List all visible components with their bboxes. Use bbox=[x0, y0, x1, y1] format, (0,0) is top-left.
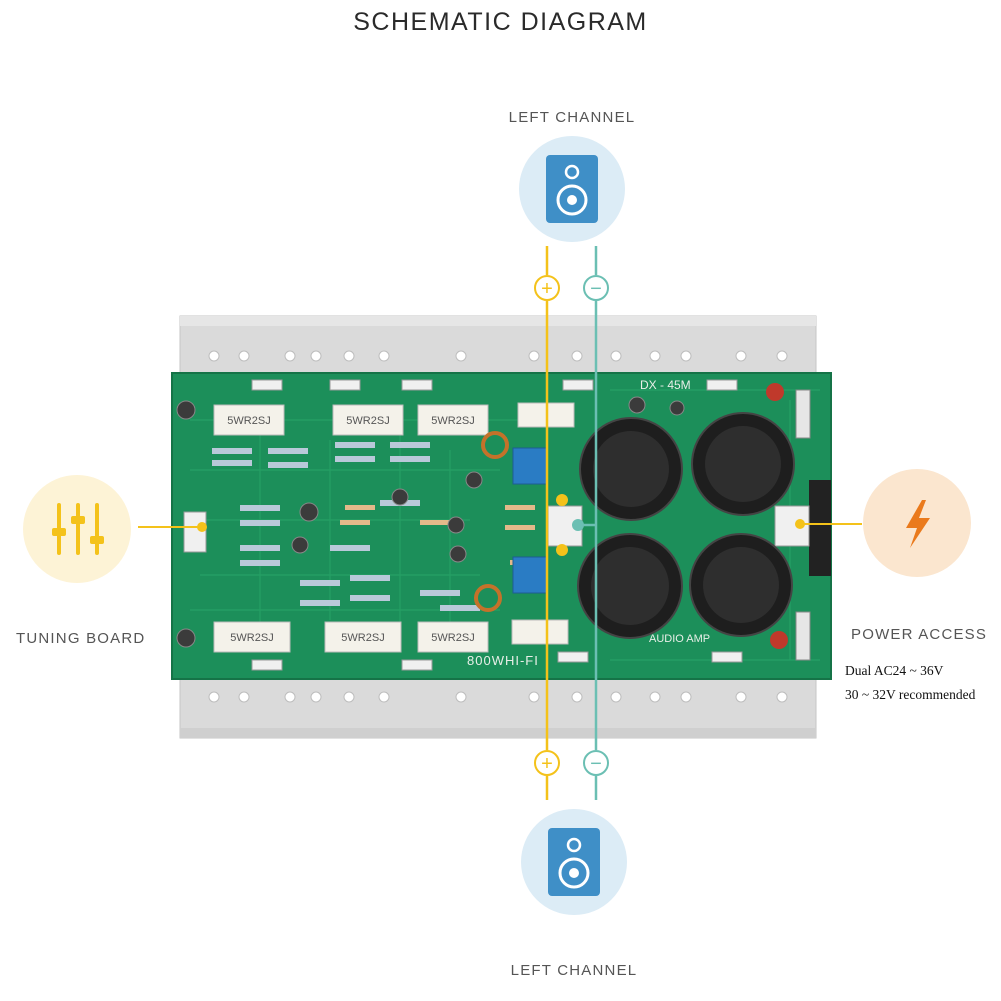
resistor-label: 5WR2SJ bbox=[341, 632, 384, 644]
board-model-label: DX - 45M bbox=[640, 378, 691, 392]
filter-capacitors bbox=[577, 412, 795, 639]
resistor-label: 5WR2SJ bbox=[230, 632, 273, 644]
svg-text:+: + bbox=[541, 278, 553, 300]
board-audio-label: AUDIO AMP bbox=[649, 633, 710, 645]
small-components bbox=[176, 379, 831, 671]
connection-dots bbox=[197, 494, 805, 556]
svg-text:−: − bbox=[590, 278, 602, 300]
lightning-bolt-icon bbox=[863, 469, 971, 577]
speaker-icon-top bbox=[519, 136, 625, 242]
negative-terminal-top: − bbox=[583, 275, 609, 301]
bottom-speaker-label: LEFT CHANNEL bbox=[510, 962, 638, 979]
top-speaker-label: LEFT CHANNEL bbox=[508, 109, 636, 126]
negative-wire bbox=[578, 246, 598, 800]
positive-terminal-top: + bbox=[534, 275, 560, 301]
ceramic-resistors bbox=[213, 402, 575, 653]
power-access-label: POWER ACCESS bbox=[851, 626, 988, 643]
resistor-label: 5WR2SJ bbox=[227, 415, 270, 427]
page-title: SCHEMATIC DIAGRAM bbox=[353, 8, 648, 36]
resistor-label: 5WR2SJ bbox=[431, 415, 474, 427]
tuning-board-label: TUNING BOARD bbox=[16, 630, 146, 647]
positive-terminal-bottom: + bbox=[534, 750, 560, 776]
power-spec-line1: Dual AC24 ~ 36V bbox=[845, 663, 944, 678]
equalizer-icon bbox=[23, 475, 131, 583]
negative-terminal-bottom: − bbox=[583, 750, 609, 776]
board-brand-label: 800WHI-FI bbox=[467, 653, 539, 668]
svg-text:−: − bbox=[590, 753, 602, 775]
resistor-label: 5WR2SJ bbox=[431, 632, 474, 644]
power-spec-line2: 30 ~ 32V recommended bbox=[845, 687, 976, 702]
resistor-label: 5WR2SJ bbox=[346, 415, 389, 427]
svg-text:+: + bbox=[541, 753, 553, 775]
speaker-icon-bottom bbox=[521, 809, 627, 915]
